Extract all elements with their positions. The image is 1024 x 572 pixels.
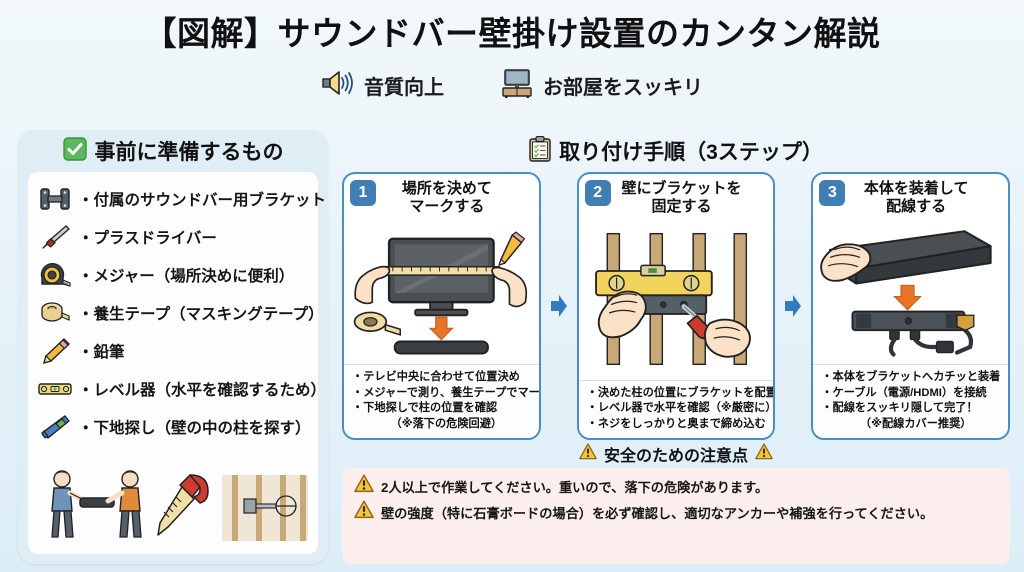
preparation-list: ・付属のサウンドバー用ブラケット ・プラスドライバー [28, 172, 326, 554]
green-check-icon [62, 136, 87, 166]
preparation-title: 事前に準備するもの [94, 141, 284, 164]
benefits-row: 音質向上 お部屋をスッキリ [0, 68, 1024, 103]
step-title: 本体を装着して 配線する [863, 180, 969, 215]
list-item: ・メジャー（場所決めに便利） [38, 256, 310, 294]
warning-header: 安全のための注意点 [342, 440, 1010, 468]
tv-measuring-illustration [344, 217, 539, 364]
list-item: ・付属のサウンドバー用ブラケット [38, 180, 326, 218]
list-item: ・プラスドライバー [38, 218, 310, 256]
step-note: （※落下の危険回避） [390, 417, 503, 430]
list-item-label: ・プラスドライバー [78, 230, 217, 247]
pencil-icon [38, 338, 72, 364]
wall-stud-anchor-illustration [222, 475, 308, 546]
step-bullets: ・本体をブラケットへカチッと装着 ・ケーブル（電源/HDMI）を接続 ・配線をス… [813, 364, 1009, 438]
two-people-carrying-soundbar-illustration [40, 467, 150, 546]
step-header: 2 壁にブラケットを 固定する [579, 174, 774, 217]
warning-title: 安全のための注意点 [603, 448, 748, 465]
masking-tape-icon [38, 300, 72, 326]
step-bullet: ・配線をスッキリ隠して完了！ [821, 402, 978, 415]
tv-stand-icon [500, 68, 534, 103]
warning-line: 2人以上で作業してください。重いので、落下の危険があります。 [354, 473, 1000, 499]
steps-header: 取り付け手順（3ステップ） [342, 130, 1010, 172]
benefit-label: お部屋をスッキリ [543, 77, 703, 100]
list-item: ・養生テープ（マスキングテープ） [38, 294, 324, 332]
step-number-badge: 2 [584, 180, 611, 206]
benefit-tidy-room: お部屋をスッキリ [500, 68, 703, 103]
step-number-badge: 3 [819, 180, 846, 206]
step-arrow-1-2 [550, 172, 567, 440]
step-bullet: ・メジャーで測り、養生テープでマーク [352, 386, 541, 399]
preparation-panel: 事前に準備するもの ・付 [18, 130, 328, 564]
step-bullets: ・テレビ中央に合わせて位置決め ・メジャーで測り、養生テープでマーク ・下地探し… [344, 364, 539, 438]
step-title: 場所を決めて マークする [401, 180, 492, 215]
steps-row: 1 場所を決めて マークする [342, 172, 1011, 440]
list-item: ・鉛筆 [38, 332, 310, 370]
step-number-badge: 1 [350, 180, 376, 206]
warning-line: 壁の強度（特に石膏ボードの場合）を必ず確認し、適切なアンカーや補強を行ってくださ… [354, 499, 1000, 525]
step-bullet: ・ケーブル（電源/HDMI）を接続 [821, 386, 987, 399]
step-bullet: ・テレビ中央に合わせて位置決め [352, 371, 520, 384]
bracket-level-screwdriver-illustration [579, 217, 774, 379]
list-item-label: ・レベル器（水平を確認するため） [78, 382, 327, 399]
steps-column: 取り付け手順（3ステップ） 1 場所を決めて マークする [342, 130, 1011, 564]
list-item-label: ・付属のサウンドバー用ブラケット [78, 192, 327, 209]
wall-bracket-icon [38, 187, 72, 211]
sidebar-illustrations [38, 450, 310, 548]
step-header: 3 本体を装着して 配線する [813, 174, 1008, 217]
step-title: 壁にブラケットを 固定する [621, 180, 742, 215]
list-item: ・下地探し（壁の中の柱を探す） [38, 408, 311, 446]
soundbar-attach-cables-illustration [813, 217, 1008, 364]
step-card-1[interactable]: 1 場所を決めて マークする [342, 172, 541, 440]
warning-box: 2人以上で作業してください。重いので、落下の危険があります。 壁の強度（特に石膏… [342, 468, 1010, 564]
benefit-label: 音質向上 [364, 77, 444, 100]
list-item: ・レベル器（水平を確認するため） [38, 370, 326, 408]
step-bullets: ・決めた柱の位置にブラケットを配置 ・レベル器で水平を確認（※厳密に） ・ネジを… [578, 379, 776, 438]
steps-title: 取り付け手順（3ステップ） [559, 141, 823, 164]
warning-triangle-icon [579, 443, 597, 465]
list-item-label: ・鉛筆 [78, 344, 125, 361]
warning-text: 2人以上で作業してください。重いので、落下の危険があります。 [381, 479, 769, 495]
stud-finder-icon [38, 414, 72, 440]
step-header: 1 場所を決めて マークする [344, 174, 539, 217]
step-card-2[interactable]: 2 壁にブラケットを 固定する [576, 172, 776, 440]
step-card-3[interactable]: 3 本体を装着して 配線する [811, 172, 1011, 440]
step-bullet: ・決めた柱の位置にブラケットを配置 [586, 386, 776, 399]
header: 【図解】サウンドバー壁掛け設置のカンタン解説 音質向上 [0, 0, 1024, 103]
list-item-label: ・下地探し（壁の中の柱を探す） [78, 420, 311, 437]
step-bullet: ・ネジをしっかりと奥まで締め込む [586, 417, 766, 430]
step-bullet: ・レベル器で水平を確認（※厳密に） [586, 402, 776, 415]
warning-triangle-icon [755, 443, 773, 465]
body-area: 事前に準備するもの ・付 [0, 130, 1024, 572]
speaker-icon [321, 69, 355, 102]
page-title: 【図解】サウンドバー壁掛け設置のカンタン解説 [143, 15, 881, 52]
warning-triangle-icon [354, 474, 374, 498]
warning-text: 壁の強度（特に石膏ボードの場合）を必ず確認し、適切なアンカーや補強を行ってくださ… [381, 505, 934, 521]
warning-triangle-icon [354, 500, 374, 524]
list-item-label: ・養生テープ（マスキングテープ） [78, 306, 324, 323]
step-bullet: ・下地探しで柱の位置を確認 [352, 402, 498, 415]
preparation-header: 事前に準備するもの [18, 130, 328, 172]
clipboard-icon [529, 135, 551, 167]
ruler-and-hook-illustration [154, 471, 218, 546]
tape-measure-icon [38, 262, 72, 288]
step-note: （※配線カバー推奨） [859, 417, 972, 430]
spirit-level-icon [38, 380, 72, 398]
step-arrow-2-3 [785, 172, 802, 440]
list-item-label: ・メジャー（場所決めに便利） [78, 268, 295, 285]
step-bullet: ・本体をブラケットへカチッと装着 [821, 371, 1001, 384]
benefit-sound-quality: 音質向上 [321, 69, 444, 102]
screwdriver-icon [38, 224, 72, 250]
